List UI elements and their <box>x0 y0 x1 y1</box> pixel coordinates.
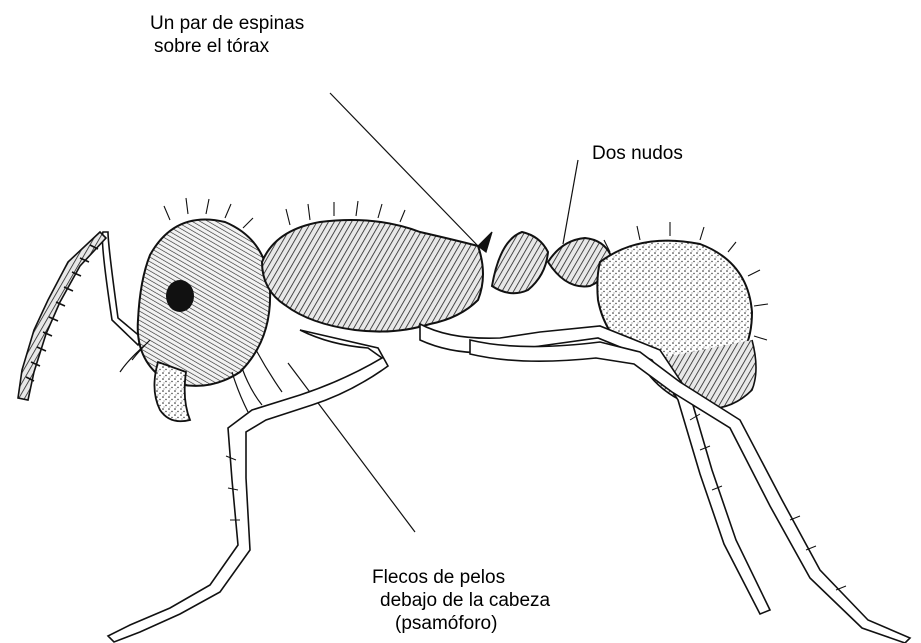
label-thorax-spines: Un par de espinas sobre el tórax <box>150 12 304 58</box>
label-nodes: Dos nudos <box>592 142 683 165</box>
label-psammophore-line3: (psamóforo) <box>372 612 550 635</box>
label-thorax-spines-line1: Un par de espinas <box>150 12 304 35</box>
thorax-spine <box>478 232 492 252</box>
thorax <box>262 201 492 332</box>
label-thorax-spines-line2: sobre el tórax <box>150 35 304 58</box>
antenna <box>18 232 142 400</box>
label-nodes-line1: Dos nudos <box>592 142 683 165</box>
label-psammophore-line1: Flecos de pelos <box>372 566 550 589</box>
petiole-nodes <box>492 232 612 293</box>
label-psammophore-line2: debajo de la cabeza <box>372 589 550 612</box>
label-psammophore: Flecos de pelos debajo de la cabeza (psa… <box>372 566 550 635</box>
gaster <box>597 222 768 409</box>
leader-line-nodes <box>563 160 578 244</box>
head <box>120 198 282 421</box>
